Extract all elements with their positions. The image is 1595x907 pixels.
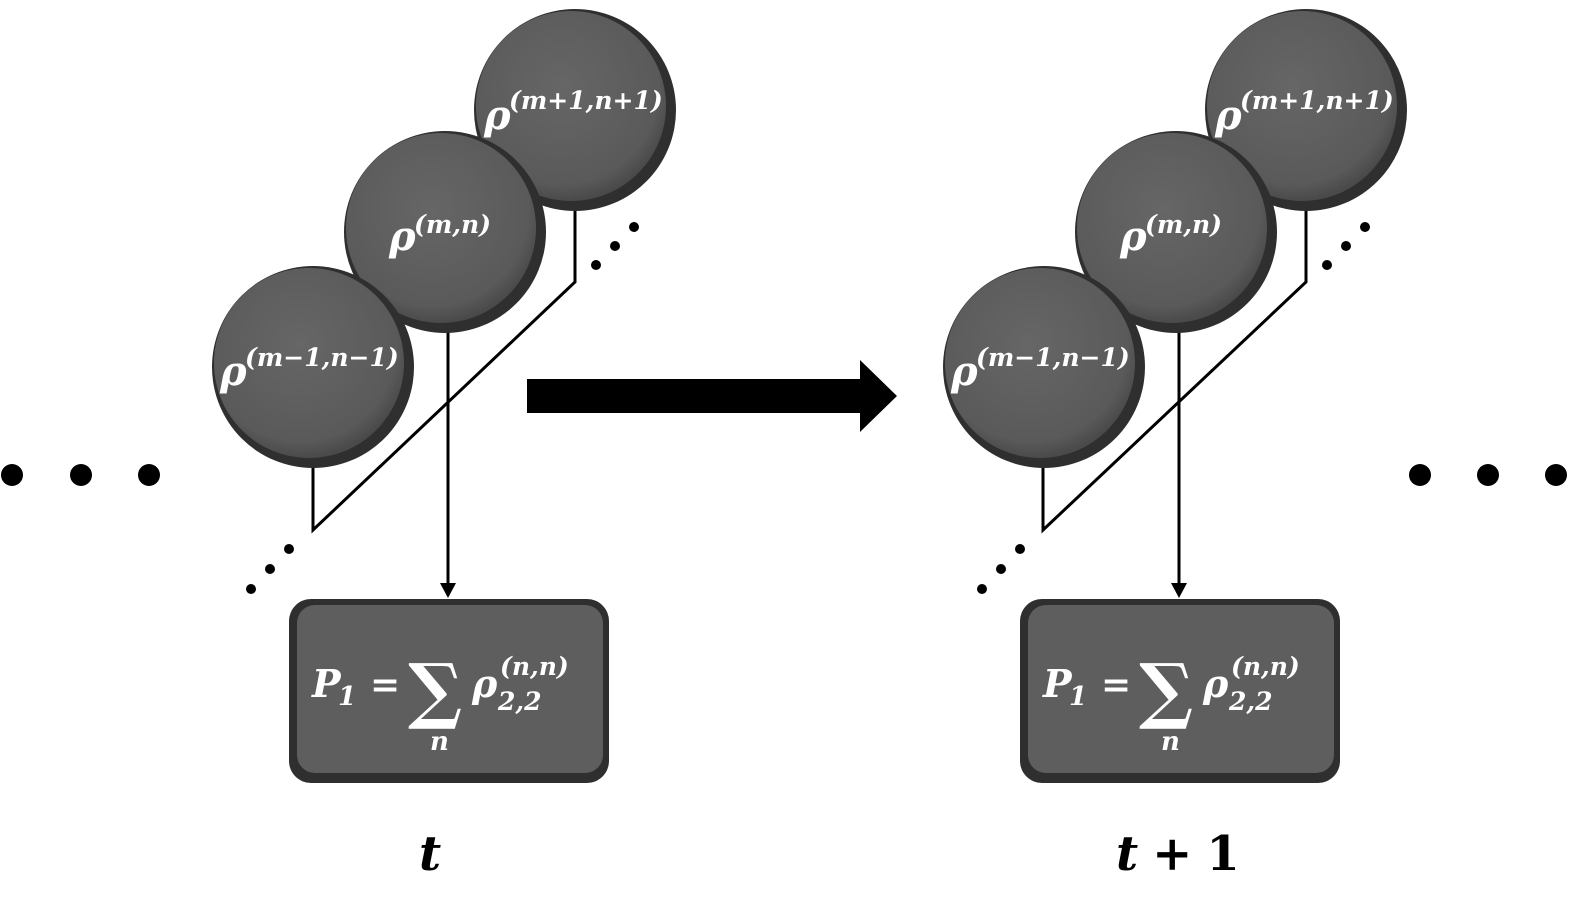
node-rho-m-plus-1: ρ (m+1,n+1): [474, 9, 676, 211]
arrow-head: [1171, 583, 1187, 598]
connector-lines: [1041, 207, 1308, 586]
right-ellipsis: [1409, 464, 1567, 486]
arrow-head: [440, 583, 456, 598]
formula-sigma-index: n: [430, 727, 449, 757]
formula-sigma: ∑: [1139, 647, 1193, 732]
time-label-t: t: [419, 826, 441, 882]
formula-sigma-index: n: [1161, 727, 1180, 757]
time-op: +: [1152, 826, 1192, 882]
left-ellipsis: [1, 464, 160, 486]
ellipsis-lower: [246, 544, 294, 594]
node-rho-m: ρ (m,n): [344, 131, 546, 333]
node-rho-m-minus-1: ρ (m−1,n−1): [943, 266, 1145, 468]
formula-box: P 1 = ∑ n ρ (n,n) 2,2: [1020, 599, 1340, 783]
node-superscript: (m,n): [1145, 210, 1222, 239]
node-symbol: ρ: [483, 92, 511, 139]
formula-equals: =: [1101, 664, 1131, 706]
node-superscript: (m+1,n+1): [509, 86, 663, 115]
time-var: t: [419, 826, 441, 882]
node-symbol: ρ: [1214, 92, 1242, 139]
time-label-t-plus-1: t+1: [1116, 826, 1240, 882]
formula-rho: ρ: [471, 661, 498, 706]
formula-rho-sup: (n,n): [500, 652, 569, 681]
node-symbol: ρ: [1119, 213, 1147, 260]
node-superscript: (m−1,n−1): [245, 343, 399, 372]
time-step-arrow: [527, 360, 897, 432]
formula-rho-sup: (n,n): [1231, 652, 1300, 681]
formula-lhs: P: [1042, 661, 1073, 706]
time-var: t: [1116, 826, 1138, 882]
node-superscript: (m+1,n+1): [1240, 86, 1394, 115]
node-rho-m: ρ (m,n): [1075, 131, 1277, 333]
node-rho-m-plus-1: ρ (m+1,n+1): [1205, 9, 1407, 211]
formula-rho: ρ: [1202, 661, 1229, 706]
formula-rho-sub: 2,2: [1228, 687, 1273, 716]
ellipsis-lower: [977, 544, 1025, 594]
node-symbol: ρ: [388, 213, 416, 260]
formula-lhs-sub: 1: [338, 682, 356, 712]
node-symbol: ρ: [219, 348, 247, 395]
formula-rho-sub: 2,2: [497, 687, 542, 716]
formula-sigma: ∑: [408, 647, 462, 732]
panel-t-plus-1: ρ (m+1,n+1) ρ (m,n) ρ (m−1,n−1) P 1 = ∑ …: [943, 9, 1407, 882]
formula-lhs-sub: 1: [1069, 682, 1087, 712]
connector-lines: [311, 207, 577, 586]
panel-t: ρ (m+1,n+1) ρ (m,n) ρ (m−1,n−1) P 1 = ∑ …: [212, 9, 676, 882]
ellipsis-upper: [1322, 222, 1370, 270]
ellipsis-upper: [591, 222, 639, 270]
node-symbol: ρ: [950, 348, 978, 395]
formula-equals: =: [370, 664, 400, 706]
node-rho-m-minus-1: ρ (m−1,n−1): [212, 266, 414, 468]
time-num: 1: [1206, 826, 1239, 882]
node-superscript: (m−1,n−1): [976, 343, 1130, 372]
formula-lhs: P: [311, 661, 342, 706]
formula-box: P 1 = ∑ n ρ (n,n) 2,2: [289, 599, 609, 783]
node-superscript: (m,n): [414, 210, 491, 239]
